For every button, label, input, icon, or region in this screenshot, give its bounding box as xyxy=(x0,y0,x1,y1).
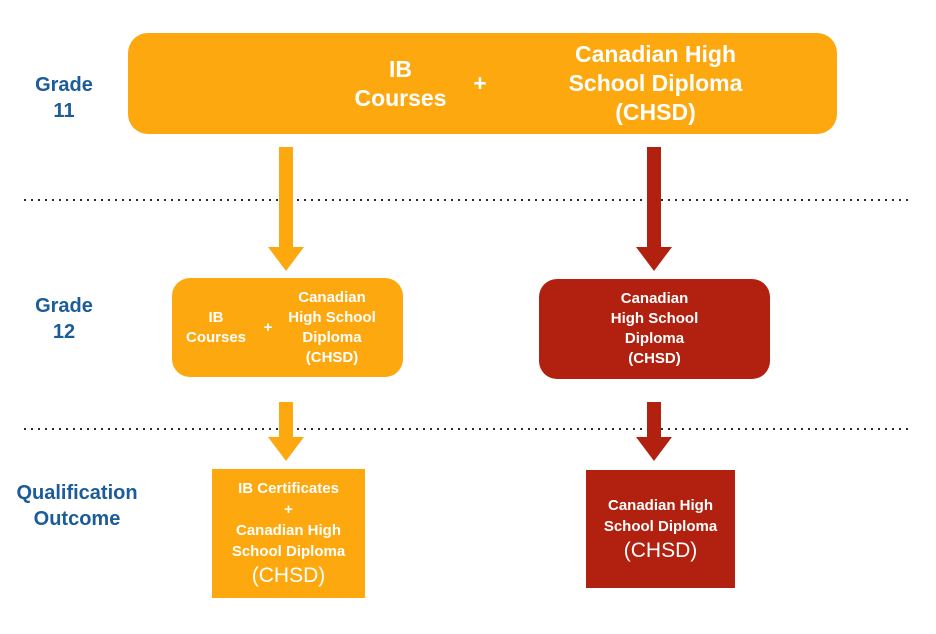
grade11-chsd-text: Canadian High School Diploma (CHSD) xyxy=(568,41,743,125)
grade12-plus-sign: + xyxy=(263,318,273,336)
grade11-ib-courses-text: IB Courses xyxy=(354,55,447,111)
down-arrow-red-grade12-to-outcome-icon xyxy=(636,402,672,461)
outcome-ib-certificates-chsd-acronym: (CHSD) xyxy=(251,564,326,587)
outcome-ib-certificates-chsd-box: IB Certificates + Canadian High School D… xyxy=(212,469,365,598)
grade12-ib-courses-text: IB Courses xyxy=(185,308,247,346)
outcome-chsd-bold-text: Canadian High School Diploma xyxy=(603,496,718,535)
outcome-ib-certificates-bold-text: IB Certificates + Canadian High School D… xyxy=(231,480,346,560)
down-arrow-orange-grade11-to-grade12-icon xyxy=(268,147,304,271)
down-arrow-red-grade11-to-grade12-icon xyxy=(636,147,672,271)
grade-12-row-label: Grade 12 xyxy=(35,295,93,343)
grade11-plus-sign: + xyxy=(473,70,487,96)
grade12-chsd-only-text: Canadian High School Diploma (CHSD) xyxy=(610,290,699,367)
grade11-ib-chsd-box: IB Courses + Canadian High School Diplom… xyxy=(128,33,837,134)
grade12-chsd-text: Canadian High School Diploma (CHSD) xyxy=(288,288,376,366)
grade12-chsd-box: Canadian High School Diploma (CHSD) xyxy=(539,279,770,379)
grade12-ib-chsd-box: IB Courses + Canadian High School Diplom… xyxy=(172,278,403,377)
qualification-outcome-row-label: Qualification Outcome xyxy=(16,482,138,530)
grade-11-row-label: Grade 11 xyxy=(35,74,93,122)
outcome-chsd-box: Canadian High School Diploma (CHSD) xyxy=(586,470,735,588)
down-arrow-orange-grade12-to-outcome-icon xyxy=(268,402,304,461)
outcome-chsd-acronym: (CHSD) xyxy=(623,538,698,562)
grade12-outcome-separator-line xyxy=(24,428,908,430)
grade11-grade12-separator-line xyxy=(24,199,908,201)
